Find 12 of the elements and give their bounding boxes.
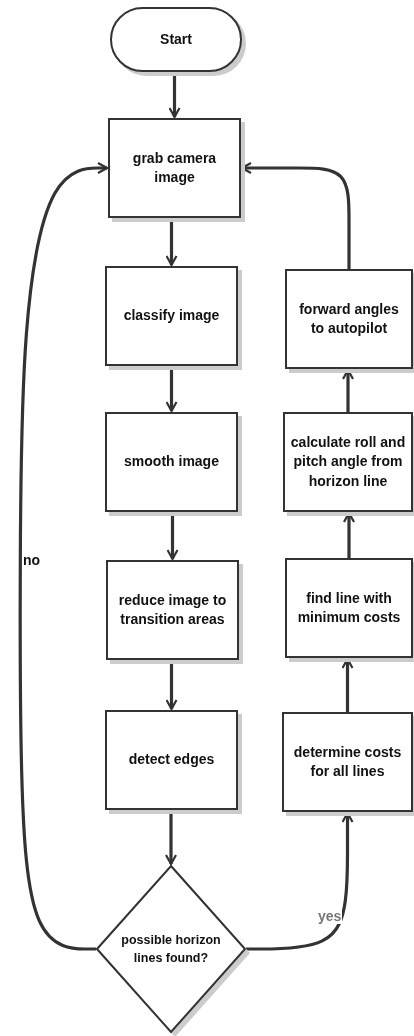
step-label: forward angles to autopilot <box>298 299 400 338</box>
step-label: calculate roll and pitch angle from horizon line <box>289 432 407 491</box>
step-label: detect edges <box>127 750 216 770</box>
step-label: smooth image <box>123 452 220 472</box>
edge-label: yes <box>317 908 343 924</box>
step-label: Start <box>159 29 193 49</box>
step-label: classify image <box>122 306 221 326</box>
step-label: reduce image to transition areas <box>117 590 228 629</box>
arrow <box>18 161 109 951</box>
step-label: grab camera image <box>131 148 218 187</box>
step-label: determine costs for all lines <box>292 742 403 781</box>
step-label: find line with minimum costs <box>296 588 402 627</box>
